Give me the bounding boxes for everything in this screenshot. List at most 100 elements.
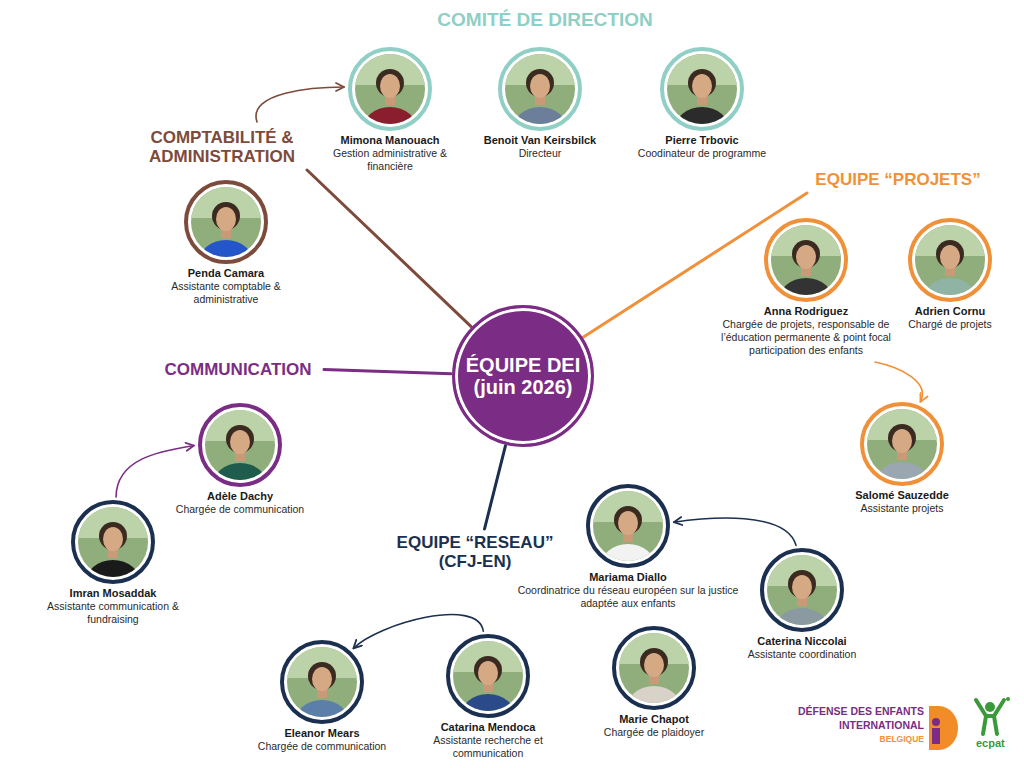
- dei-logo-d: [929, 706, 958, 750]
- shirt: [778, 278, 834, 302]
- portrait-figure: [612, 626, 696, 710]
- portrait-figure: [348, 47, 432, 131]
- portrait-photo: [760, 548, 844, 632]
- shirt: [294, 700, 350, 724]
- connector: [485, 446, 506, 529]
- team-heading: EQUIPE “RESEAU” (CFJ-EN): [380, 533, 570, 571]
- connector: [256, 87, 344, 122]
- portrait-photo: [498, 47, 582, 131]
- person-card: Marie ChapotChargée de plaidoyer: [592, 626, 716, 739]
- portrait-photo: [348, 47, 432, 131]
- portrait-photo: [280, 640, 364, 724]
- connector: [324, 370, 451, 374]
- hair: [888, 424, 916, 452]
- person-name: Marie Chapot: [592, 713, 716, 726]
- shirt: [198, 240, 254, 264]
- portrait-photo: [586, 484, 670, 568]
- team-heading: COMITÉ DE DIRECTION: [400, 10, 690, 29]
- person-role: Directeur: [467, 147, 613, 160]
- portrait-figure: [764, 218, 848, 302]
- face: [892, 429, 912, 453]
- person-role: Assistante projets: [840, 502, 964, 515]
- portrait-figure: [198, 403, 282, 487]
- hair: [640, 648, 668, 676]
- portrait-figure: [760, 548, 844, 632]
- portrait-figure: [280, 640, 364, 724]
- shirt: [512, 107, 568, 131]
- person-role: Gestion administrative & financière: [322, 147, 458, 173]
- shirt: [600, 544, 656, 568]
- logo-text: DÉFENSE DES ENFANTS: [798, 705, 924, 717]
- portrait-figure: [586, 484, 670, 568]
- person-name: Eleanor Mears: [256, 727, 388, 740]
- logo-text: INTERNATIONAL: [839, 719, 924, 731]
- heading-text: COMMUNICATION: [148, 360, 328, 379]
- team-heading: COMPTABILITÉ & ADMINISTRATION: [127, 128, 317, 166]
- person-name: Anna Rodriguez: [717, 305, 895, 318]
- person-card: Pierre TrbovicCoodinateur de programme: [629, 47, 775, 160]
- face: [380, 74, 400, 98]
- heading-text: EQUIPE “RESEAU” (CFJ-EN): [380, 533, 570, 571]
- person-card: Mimona ManouachGestion administrative & …: [322, 47, 458, 173]
- person-role: Coodinateur de programme: [629, 147, 775, 160]
- person-name: Salomé Sauzedde: [840, 489, 964, 502]
- person-name: Pierre Trbovic: [629, 134, 775, 147]
- hair: [308, 662, 336, 690]
- hair: [376, 69, 404, 97]
- person-name: Benoit Van Keirsbilck: [467, 134, 613, 147]
- heading-text: COMPTABILITÉ & ADMINISTRATION: [127, 128, 317, 166]
- face: [940, 245, 960, 269]
- person-name: Penda Camara: [159, 267, 293, 280]
- shirt: [362, 107, 418, 131]
- center-circle: ÉQUIPE DEI (juin 2026): [452, 305, 594, 447]
- portrait-photo: [612, 626, 696, 710]
- person-role: Coordinatrice du réseau européen sur la …: [510, 584, 746, 610]
- hair: [788, 570, 816, 598]
- face: [230, 430, 250, 454]
- person-name: Mariama Diallo: [510, 571, 746, 584]
- person-role: Chargée de plaidoyer: [592, 726, 716, 739]
- person-role: Chargée de communication: [256, 740, 388, 753]
- face: [692, 74, 712, 98]
- hair: [99, 522, 127, 550]
- face: [792, 575, 812, 599]
- portrait-figure: [446, 634, 530, 718]
- hair: [688, 69, 716, 97]
- person-name: Adrien Cornu: [898, 305, 1002, 318]
- face: [644, 653, 664, 677]
- ecpat-head: [985, 702, 995, 712]
- person-name: Mimona Manouach: [322, 134, 458, 147]
- person-card: Adèle DachyChargée de communication: [165, 403, 315, 516]
- shirt: [774, 608, 830, 632]
- portrait-figure: [660, 47, 744, 131]
- portrait-photo: [764, 218, 848, 302]
- portrait-photo: [660, 47, 744, 131]
- person-role: Assistante comptable & administrative: [159, 280, 293, 306]
- person-role: Chargée de communication: [165, 503, 315, 516]
- portrait-photo: [198, 403, 282, 487]
- shirt: [674, 107, 730, 131]
- person-card: Adrien CornuChargé de projets: [898, 218, 1002, 331]
- face: [216, 207, 236, 231]
- person-name: Caterina Niccolai: [737, 635, 867, 648]
- face: [530, 74, 550, 98]
- shirt: [460, 694, 516, 718]
- connector: [307, 170, 471, 326]
- portrait-figure: [184, 180, 268, 264]
- person-card: Penda CamaraAssistante comptable & admin…: [159, 180, 293, 306]
- portrait-photo: [860, 402, 944, 486]
- face: [103, 527, 123, 551]
- person-card: Anna RodriguezChargée de projets, respon…: [717, 218, 895, 357]
- person-name: Adèle Dachy: [165, 490, 315, 503]
- shirt: [626, 686, 682, 710]
- portrait-photo: [184, 180, 268, 264]
- heading-text: COMITÉ DE DIRECTION: [400, 10, 690, 29]
- shirt: [85, 560, 141, 584]
- hair: [614, 506, 642, 534]
- shirt: [922, 278, 978, 302]
- portrait-figure: [860, 402, 944, 486]
- person-role: Assistante recherche et communication: [421, 734, 555, 760]
- person-card: Benoit Van KeirsbilckDirecteur: [467, 47, 613, 160]
- ecpat-figure: [976, 700, 1004, 734]
